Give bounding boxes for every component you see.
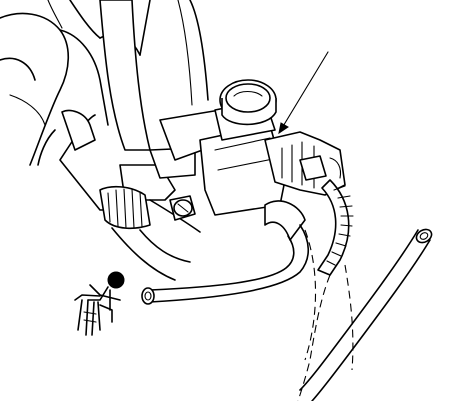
- pointer-arrow-icon: [278, 51, 329, 135]
- hand-vacuum-pump-icon: [74, 271, 125, 336]
- wire-harness: [297, 179, 354, 401]
- loose-hose: [299, 228, 433, 401]
- bolt: [169, 195, 196, 221]
- solenoid-valve: [159, 79, 286, 216]
- connector: [264, 131, 346, 196]
- vacuum-hose: [141, 200, 317, 361]
